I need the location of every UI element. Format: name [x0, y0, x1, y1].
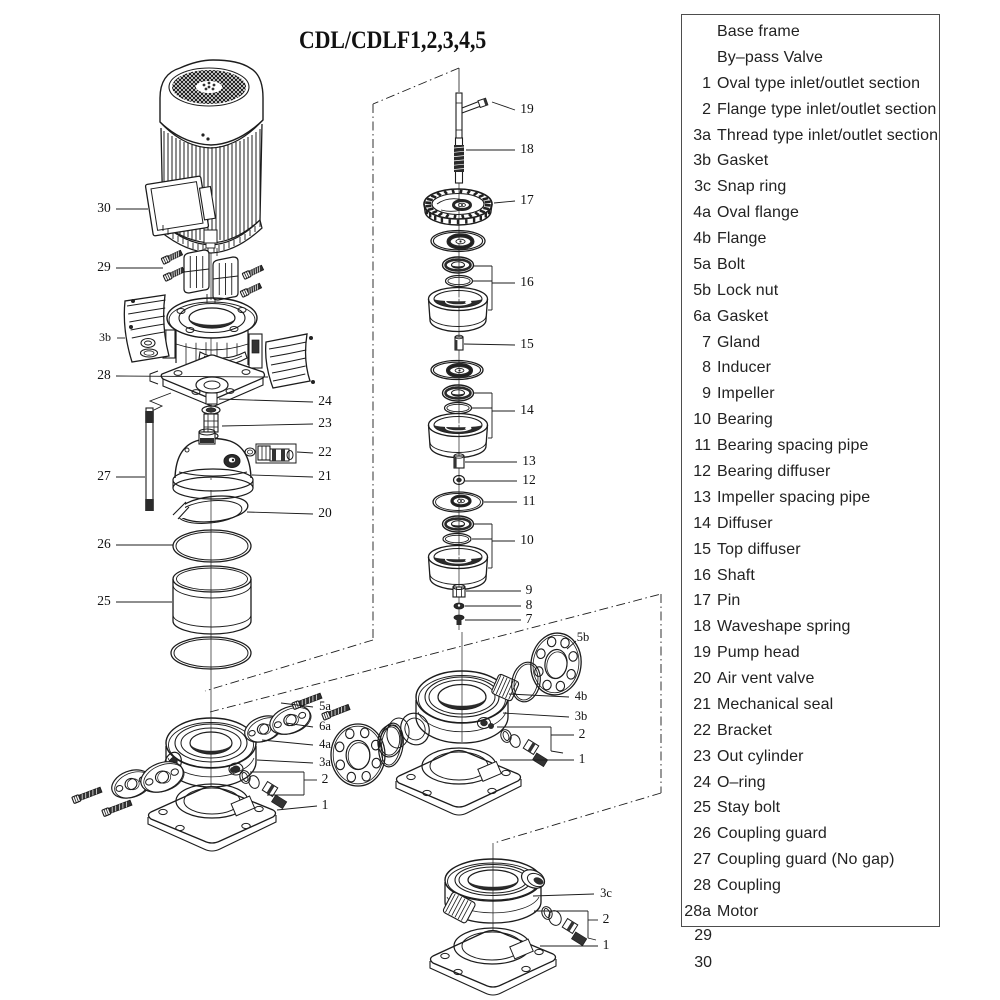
- svg-text:23: 23: [318, 415, 332, 430]
- svg-text:27: 27: [97, 468, 111, 483]
- svg-text:7: 7: [526, 611, 533, 626]
- svg-text:30: 30: [97, 200, 111, 215]
- svg-text:13: 13: [522, 453, 536, 468]
- svg-text:25: 25: [97, 593, 111, 608]
- svg-text:11: 11: [523, 493, 536, 508]
- svg-text:10: 10: [520, 532, 534, 547]
- svg-text:3c: 3c: [600, 886, 612, 900]
- svg-text:1: 1: [603, 937, 610, 952]
- svg-text:15: 15: [520, 336, 534, 351]
- svg-text:14: 14: [520, 402, 534, 417]
- svg-text:20: 20: [318, 505, 332, 520]
- svg-text:16: 16: [520, 274, 534, 289]
- svg-text:1: 1: [579, 751, 586, 766]
- svg-text:26: 26: [97, 536, 111, 551]
- svg-text:2: 2: [579, 726, 586, 741]
- svg-text:12: 12: [522, 472, 536, 487]
- svg-text:4b: 4b: [575, 689, 588, 703]
- svg-text:21: 21: [318, 468, 332, 483]
- svg-text:18: 18: [520, 141, 534, 156]
- svg-text:3a: 3a: [319, 755, 331, 769]
- svg-text:19: 19: [520, 101, 534, 116]
- svg-text:28: 28: [97, 367, 111, 382]
- svg-text:17: 17: [520, 192, 534, 207]
- svg-text:3b: 3b: [99, 330, 111, 344]
- svg-text:4a: 4a: [319, 737, 331, 751]
- svg-text:5a: 5a: [319, 699, 331, 713]
- svg-text:24: 24: [318, 393, 332, 408]
- svg-text:6a: 6a: [319, 719, 331, 733]
- svg-text:8: 8: [526, 597, 533, 612]
- svg-text:29: 29: [97, 259, 111, 274]
- svg-text:2: 2: [603, 911, 610, 926]
- svg-text:1: 1: [322, 797, 329, 812]
- svg-text:3b: 3b: [575, 709, 588, 723]
- svg-text:9: 9: [526, 582, 533, 597]
- svg-text:2: 2: [322, 771, 329, 786]
- svg-text:22: 22: [318, 444, 332, 459]
- svg-text:5b: 5b: [577, 630, 590, 644]
